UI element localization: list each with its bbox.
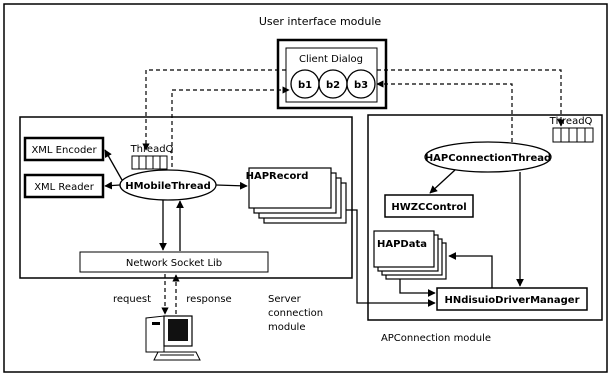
xml-encoder-box [23,136,105,162]
hap-record-to-driver-link [346,209,436,307]
driver-manager-label: HNdisuioDriverManager [444,295,579,306]
xml-reader-box [23,173,105,199]
hap-record-label: HAPRecord [246,171,309,182]
button-b1: b1 [290,69,320,99]
hap-record-stack [248,167,347,224]
hap-connection-thread-label: HAPConnectionThread [425,153,551,164]
svg-text:module: module [268,322,305,333]
ui-to-ap-dashed-links [376,69,565,142]
svg-text:connection: connection [268,308,323,319]
hap-data-stack [373,230,447,280]
ap-threadq-queue [552,127,594,143]
request-response-links [161,274,180,315]
server-threadq-label: ThreadQ [130,144,174,155]
hap-connection-thread-ellipse [424,141,552,173]
xml-reader-label: XML Reader [34,182,95,193]
server-solid-links [104,149,248,251]
ui-to-server-dashed-links [142,69,290,167]
server-threadq-queue [131,155,168,170]
svg-text:Server: Server [268,294,302,305]
hmobile-thread-label: HMobileThread [125,181,211,192]
outer-frame [3,3,608,373]
server-module-label: Server connection module [268,294,323,333]
button-b2: b2 [318,69,348,99]
computer-icon [145,315,201,361]
button-b3-label: b3 [354,80,368,91]
button-b2-label: b2 [326,80,340,91]
network-socket-lib-label: Network Socket Lib [126,258,222,269]
driver-manager-box [436,287,588,311]
ui-module-box [276,38,388,110]
ui-module-title: User interface module [259,15,382,28]
hwzc-control-label: HWZCControl [391,202,466,213]
button-b1-label: b1 [298,80,312,91]
ap-module-label: APConnection module [381,333,491,344]
xml-encoder-label: XML Encoder [31,145,97,156]
server-module-box [19,116,353,279]
ap-solid-links [399,169,524,297]
client-dialog-box [285,47,378,103]
hwzc-control-box [384,194,474,218]
network-socket-lib-box [79,251,269,273]
response-label: response [186,294,231,305]
button-b3: b3 [346,69,376,99]
ap-threadq-label: ThreadQ [549,116,593,127]
hap-data-label: HAPData [377,239,427,250]
ap-module-box [367,114,603,321]
request-label: request [113,294,151,305]
client-dialog-label: Client Dialog [299,54,363,65]
